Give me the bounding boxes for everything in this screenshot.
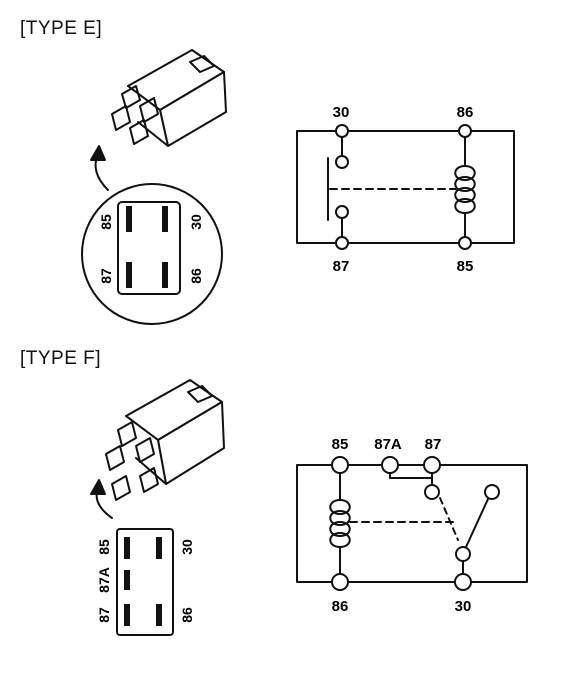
type-f-relay-body: [125, 379, 225, 485]
type-e-terminals: [335, 124, 472, 250]
type-f-conn-pin-label: 85: [96, 539, 112, 555]
type-e-arrow: [90, 145, 109, 191]
type-f-schematic-box: [296, 464, 528, 583]
type-e-connector-face: [117, 201, 181, 295]
type-f-switch: [389, 464, 500, 583]
type-f-relay-terminals: [105, 421, 159, 501]
type-f-schem-label: 87: [425, 436, 442, 453]
type-e-schem-label: 30: [333, 104, 350, 121]
type-e-schematic-box: [296, 130, 515, 244]
type-e-schem-label: 87: [333, 258, 350, 275]
type-e-schem-label: 85: [457, 258, 474, 275]
type-f-schem-label: 85: [332, 436, 349, 453]
type-f-schem-label: 86: [332, 598, 349, 615]
type-f-schem-label: 87A: [374, 436, 402, 453]
type-f-terminal-85: [331, 456, 349, 474]
type-f-conn-pin-label: 30: [179, 539, 195, 555]
type-f-terminals: [331, 456, 472, 591]
type-e-switch: [327, 130, 349, 244]
type-e-conn-pin-label: 87: [98, 268, 114, 284]
type-f-title: [TYPE F]: [20, 348, 102, 369]
type-f-coil: [329, 464, 351, 583]
type-f-terminal-87a: [381, 456, 399, 474]
type-e-conn-pin-label: 85: [98, 214, 114, 230]
type-f-terminal-87: [423, 456, 441, 474]
type-f-conn-pin-label: 87: [96, 607, 112, 623]
type-e-terminal-85: [458, 236, 472, 250]
type-e-title: [TYPE E]: [20, 18, 103, 39]
type-e-connector-pins: [126, 206, 168, 288]
type-f-connector-face: [116, 528, 174, 636]
type-f-nc-dashed: [439, 497, 459, 541]
type-e-terminal-87: [335, 236, 349, 250]
type-e-relay-body: [127, 49, 227, 147]
type-f-conn-pin-label: 87A: [96, 567, 112, 593]
type-f-terminal-86: [331, 573, 349, 591]
type-e-relay-terminals: [111, 85, 159, 145]
type-e-coil: [454, 130, 476, 244]
type-e-conn-pin-label: 30: [188, 214, 204, 230]
type-e-terminal-30: [335, 124, 349, 138]
type-f-connector-pins: [124, 537, 162, 626]
type-f-schem-label: 30: [455, 598, 472, 615]
type-f-terminal-30: [454, 573, 472, 591]
type-e-schem-label: 86: [457, 104, 474, 121]
type-e-conn-pin-label: 86: [188, 268, 204, 284]
type-f-conn-pin-label: 86: [179, 607, 195, 623]
type-e-terminal-86: [458, 124, 472, 138]
type-f-arrow: [90, 479, 113, 519]
type-e-connector-circle: [81, 183, 223, 325]
